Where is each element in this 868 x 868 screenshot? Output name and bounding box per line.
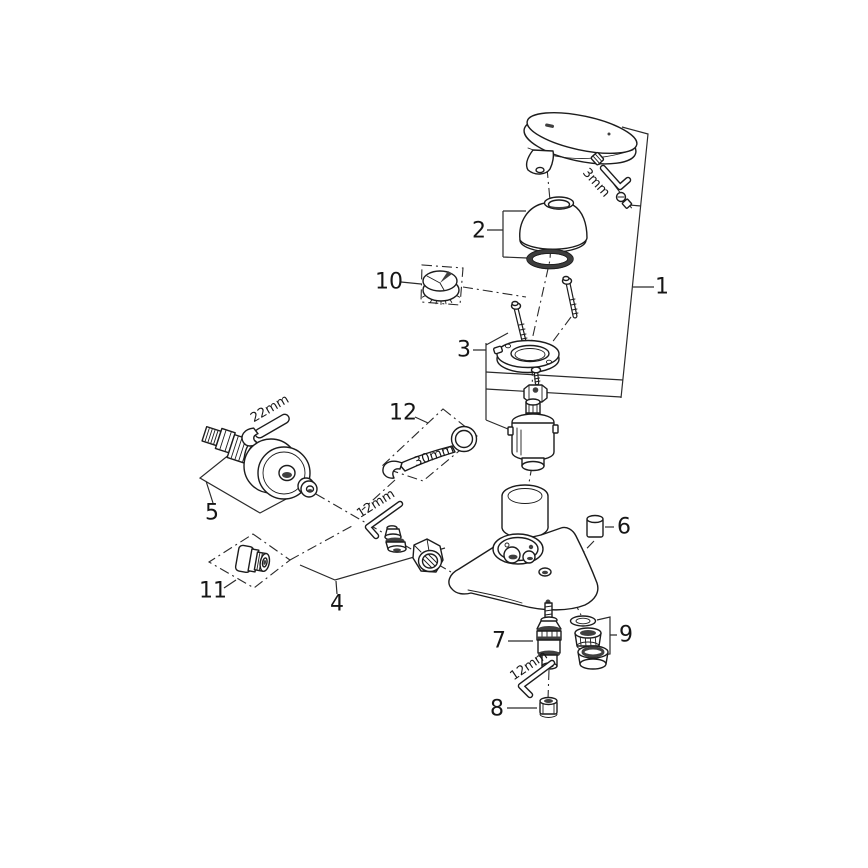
- handle-screw-set: [590, 151, 633, 209]
- body-port-hole: [538, 567, 552, 577]
- cap10-axis: [462, 286, 527, 298]
- callout-1: 1: [655, 275, 669, 300]
- dim-12mm-valve: 12mm: [354, 487, 397, 522]
- diverter-axis: [547, 669, 550, 700]
- parts: [201, 112, 638, 718]
- lever-handle: [523, 112, 638, 175]
- callout-8: 8: [490, 697, 504, 722]
- cartridge-adjusting-cap: [421, 270, 461, 305]
- callout-2: 2: [472, 219, 486, 244]
- wrench12-axis: [361, 479, 396, 511]
- callout-7: 7: [492, 629, 506, 654]
- escutcheon: [243, 438, 311, 500]
- mixer-body: [448, 526, 599, 611]
- o-ring: [526, 248, 574, 270]
- handle-slot: [545, 123, 555, 128]
- check-valve: [384, 525, 407, 553]
- leader-10: [400, 281, 422, 285]
- bracket-5: [198, 445, 304, 514]
- cap-nut: [412, 538, 444, 573]
- seal-ring: [297, 477, 318, 498]
- wrench-22mm: [241, 413, 290, 447]
- leader-12: [414, 416, 429, 424]
- aerator-shell: [577, 645, 609, 670]
- cap: [519, 196, 588, 253]
- aerator-set: [569, 615, 609, 670]
- cartridge: [507, 398, 559, 472]
- service-box-11: [207, 533, 291, 589]
- callout-12: 12: [389, 401, 417, 426]
- dim-30mm: 30mm: [412, 442, 456, 470]
- hex-key-12mm: [364, 500, 404, 540]
- leader-11: [223, 579, 237, 589]
- body-boss: [492, 533, 544, 565]
- diverter-cartridge: [536, 599, 562, 670]
- diverter-nut: [539, 696, 558, 718]
- bracket-3: [473, 332, 509, 430]
- callout-labels: 1 2 3 4 5 6 7 8 9 10 11 12: [199, 219, 669, 722]
- bracket-4: [299, 547, 446, 595]
- plug: [586, 514, 604, 538]
- screw-axis: [550, 316, 572, 345]
- callout-3: 3: [457, 338, 471, 363]
- ring-screw-and-nut: [523, 366, 548, 403]
- body-collar: [501, 484, 549, 539]
- grub-screw: [590, 151, 605, 166]
- callout-5: 5: [205, 501, 219, 526]
- adapter: [234, 544, 271, 574]
- callout-4: 4: [330, 592, 344, 617]
- aerator-washer: [569, 615, 597, 627]
- fixing-screws: [510, 275, 579, 344]
- hex-nut: [523, 384, 548, 403]
- bracket-1: [620, 126, 649, 399]
- callout-11: 11: [199, 579, 227, 604]
- bracket-1-arms: [485, 371, 624, 398]
- aerator-insert: [574, 627, 602, 651]
- hex-key-12mm-lower: [517, 659, 556, 699]
- service-box-10: [420, 264, 464, 306]
- bracket-2: [487, 210, 528, 259]
- callout-10: 10: [375, 270, 403, 295]
- callout-9: 9: [619, 623, 633, 648]
- callout-6: 6: [617, 515, 631, 540]
- adapter-axis: [289, 525, 353, 561]
- mounting-ring: [492, 339, 560, 374]
- handle-hub: [525, 149, 555, 175]
- wrench-30mm: [382, 425, 478, 479]
